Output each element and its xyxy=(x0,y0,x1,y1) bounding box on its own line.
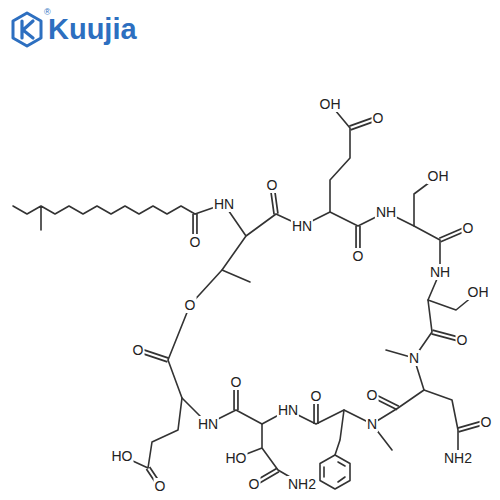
atom-label: HN xyxy=(197,416,219,432)
atom-label: OH xyxy=(467,284,490,300)
atom-label: O xyxy=(480,414,493,430)
atom-label: HO xyxy=(111,448,134,464)
atom-label: NH xyxy=(429,264,451,280)
atom-label: O xyxy=(132,342,145,358)
atom-label: O xyxy=(352,248,365,264)
atom-label: HN xyxy=(291,218,313,234)
atom-label: O xyxy=(266,177,279,193)
registered-mark: ® xyxy=(44,8,51,17)
atom-label: O xyxy=(462,220,475,236)
logo-text: Kuujia xyxy=(48,15,137,44)
atom-label: O xyxy=(366,387,379,403)
atom-label: O xyxy=(230,374,243,390)
atom-label: NH2 xyxy=(443,450,473,466)
atom-label: O xyxy=(248,476,261,492)
atom-label: O xyxy=(154,478,167,494)
atom-label: OH xyxy=(427,168,450,184)
atom-label: HO xyxy=(225,450,248,466)
atom-label: OH xyxy=(319,96,342,112)
atom-label: O xyxy=(456,332,469,348)
double-bonds xyxy=(138,118,486,486)
atom-label: NH2 xyxy=(287,476,317,492)
atom-label: N xyxy=(366,416,378,432)
atom-label: O xyxy=(372,110,385,126)
atom-label: HN xyxy=(277,402,299,418)
atom-label: N xyxy=(408,350,420,366)
atom-label: O xyxy=(310,388,323,404)
logo-icon xyxy=(13,13,41,46)
atom-label: O xyxy=(189,234,202,250)
single-bonds xyxy=(13,104,478,489)
atom-label: O xyxy=(184,297,197,313)
atom-label: HN xyxy=(213,196,235,212)
atom-label: NH xyxy=(375,204,397,220)
